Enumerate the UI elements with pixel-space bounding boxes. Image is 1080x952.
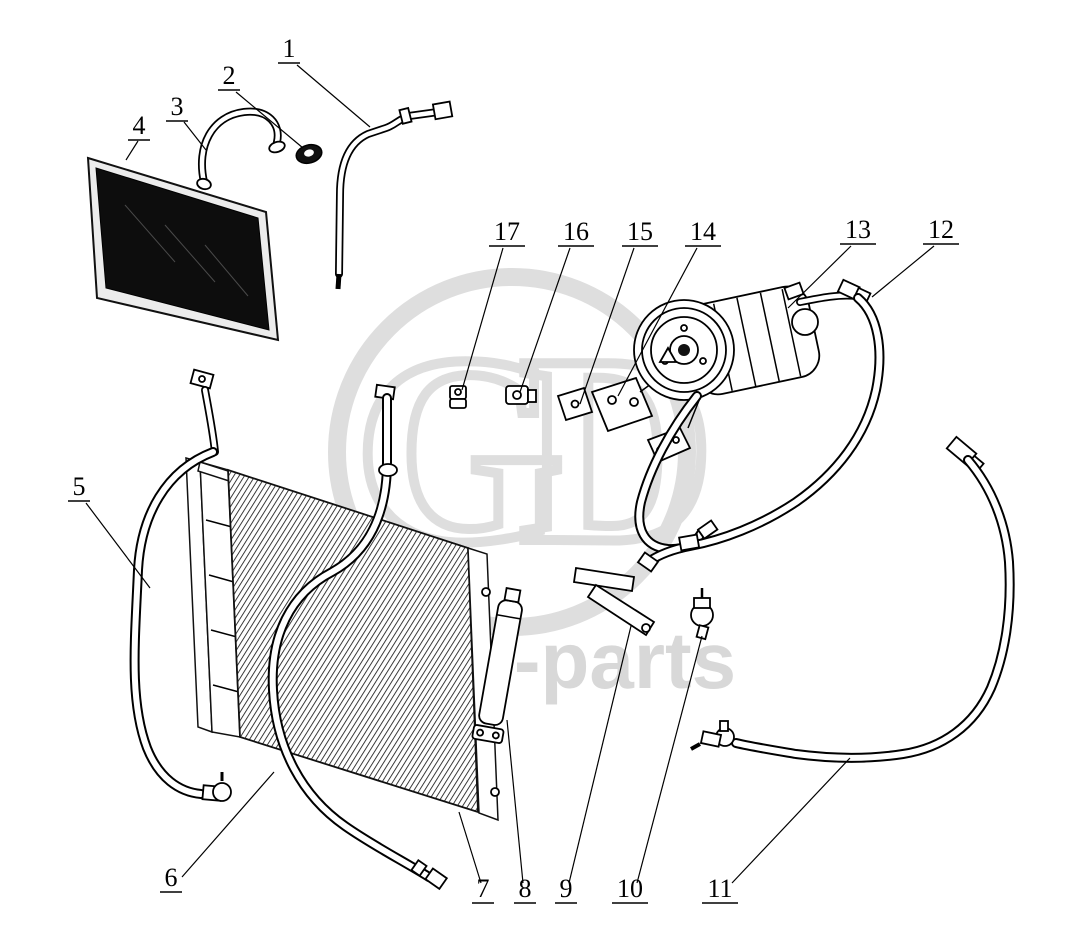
callout-14: 14 bbox=[617, 217, 721, 397]
callout-17: 17 bbox=[461, 217, 525, 391]
callout-number: 9 bbox=[560, 874, 573, 903]
callout-15: 15 bbox=[579, 217, 658, 405]
inlet-pipe bbox=[335, 100, 454, 290]
grommet bbox=[295, 143, 323, 165]
callout-12: 12 bbox=[871, 215, 959, 298]
receiver-drier bbox=[471, 587, 523, 744]
callout-2: 2 bbox=[218, 61, 304, 149]
callout-4: 4 bbox=[125, 111, 150, 161]
callout-number: 10 bbox=[617, 874, 643, 903]
callout-16: 16 bbox=[519, 217, 594, 393]
callout-6: 6 bbox=[160, 771, 275, 893]
callout-number: 5 bbox=[73, 472, 86, 501]
evaporator-core bbox=[86, 156, 280, 342]
callout-1: 1 bbox=[278, 34, 371, 128]
bottom-right-hose bbox=[690, 435, 1015, 763]
center-curved-hose bbox=[267, 383, 449, 891]
callout-number: 12 bbox=[928, 215, 954, 244]
callout-10: 10 bbox=[612, 635, 703, 904]
callout-9: 9 bbox=[555, 625, 632, 904]
callout-number: 15 bbox=[627, 217, 653, 246]
callout-number: 11 bbox=[707, 874, 732, 903]
bracket-14 bbox=[590, 369, 671, 433]
callout-number: 1 bbox=[283, 34, 296, 63]
clamp-17 bbox=[449, 385, 467, 409]
callout-3: 3 bbox=[166, 92, 207, 151]
clamp-10 bbox=[690, 588, 714, 641]
compressor bbox=[633, 281, 821, 464]
callout-number: 7 bbox=[477, 874, 490, 903]
callout-number: 8 bbox=[519, 874, 532, 903]
condenser bbox=[185, 456, 500, 822]
callout-number: 4 bbox=[133, 111, 146, 140]
callout-number: 13 bbox=[845, 215, 871, 244]
callout-13: 13 bbox=[787, 215, 876, 309]
clamp-16 bbox=[505, 385, 537, 405]
condenser-inlet-fitting bbox=[189, 368, 219, 456]
callout-8: 8 bbox=[506, 719, 536, 904]
callout-11: 11 bbox=[702, 757, 851, 904]
callout-number: 16 bbox=[563, 217, 589, 246]
callout-number: 2 bbox=[223, 61, 236, 90]
bracket-15 bbox=[556, 386, 594, 422]
callout-number: 3 bbox=[171, 92, 184, 121]
bracket-9 bbox=[572, 566, 656, 637]
callout-7: 7 bbox=[458, 811, 494, 904]
callout-number: 14 bbox=[690, 217, 716, 246]
evaporator-hose bbox=[196, 107, 286, 191]
discharge-hose bbox=[636, 278, 885, 573]
callout-number: 6 bbox=[165, 863, 178, 892]
callout-number: 17 bbox=[494, 217, 520, 246]
left-loop-hose bbox=[129, 447, 232, 802]
callout-5: 5 bbox=[68, 472, 151, 589]
